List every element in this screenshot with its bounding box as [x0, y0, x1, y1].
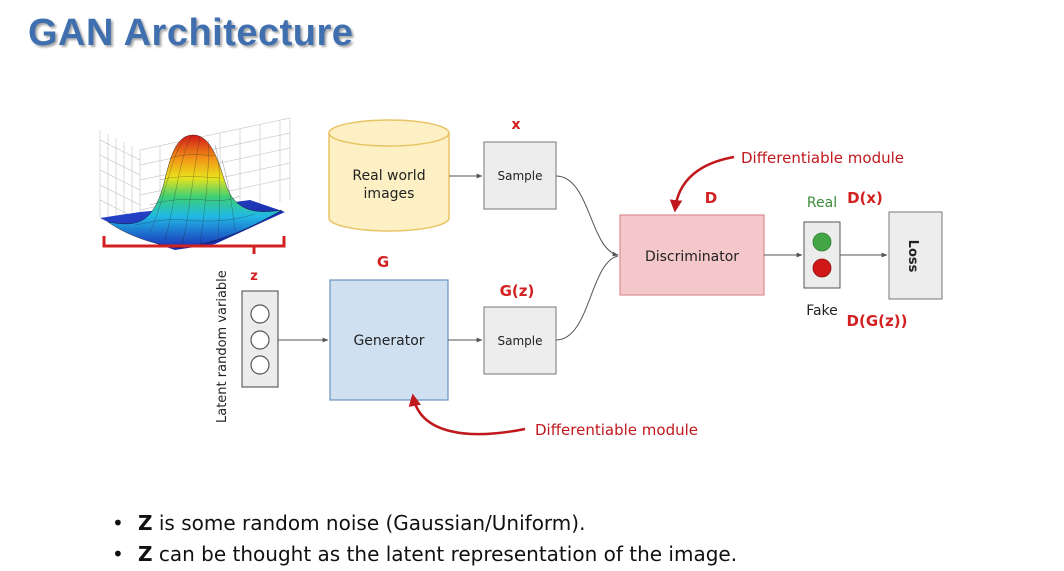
real-world-images-line2: images [364, 186, 415, 202]
svg-text:Loss: Loss [905, 240, 920, 273]
dgz-label: D(G(z)) [847, 312, 908, 330]
latent-vector [241, 290, 279, 388]
loss-box: Loss [888, 211, 943, 300]
dx-label: D(x) [847, 189, 883, 207]
gaussian-surface-plot [99, 117, 291, 250]
diff-module-label-bottom: Differentiable module [535, 421, 698, 439]
real-label: Real [807, 195, 837, 211]
latent-random-variable-label: Latent random variable [215, 270, 230, 423]
diff-module-arrow-top [669, 155, 735, 213]
x-label: x [511, 117, 520, 133]
generator-box: Generator [329, 279, 449, 401]
discriminator-box: Discriminator [619, 214, 765, 296]
sample-box-top: Sample [483, 141, 557, 210]
latent-node [250, 355, 270, 375]
svg-text:Discriminator: Discriminator [645, 249, 739, 265]
fake-label: Fake [806, 303, 838, 319]
real-fake-indicator [803, 221, 841, 289]
diff-module-arrow-bottom [408, 393, 526, 436]
d-label: D [705, 189, 717, 207]
real-world-images-line1: Real world [352, 168, 425, 184]
bullet-list: •Z is some random noise (Gaussian/Unifor… [112, 508, 737, 570]
gan-diagram: Latent random variable z Real world imag… [99, 117, 943, 439]
fake-red-light [812, 258, 832, 278]
real-world-images-database: Real world images [328, 119, 450, 232]
svg-text:Sample: Sample [498, 334, 543, 348]
real-green-light [812, 232, 832, 252]
gz-label: G(z) [500, 282, 535, 300]
latent-node [250, 304, 270, 324]
connectors [278, 173, 888, 343]
bullet-item: •Z can be thought as the latent represen… [112, 542, 738, 566]
bullet-item: •Z is some random noise (Gaussian/Unifor… [112, 511, 586, 535]
diff-module-label-top: Differentiable module [741, 149, 904, 167]
svg-text:Sample: Sample [498, 169, 543, 183]
svg-text:Generator: Generator [353, 333, 424, 349]
page-title: GAN Architecture [28, 12, 354, 54]
z-label: z [250, 269, 258, 284]
latent-node [250, 330, 270, 350]
sample-box-bottom: Sample [483, 306, 557, 375]
g-label: G [377, 253, 389, 271]
red-bracket [102, 236, 286, 254]
